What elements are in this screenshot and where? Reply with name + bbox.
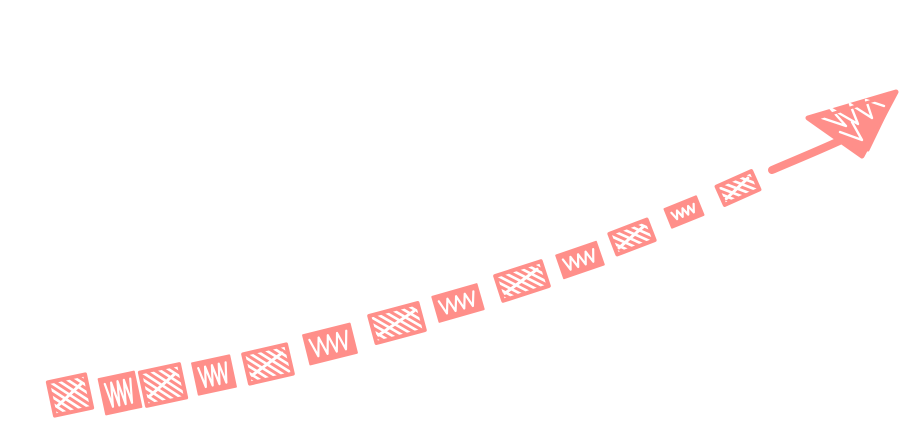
arrow-band-segment xyxy=(302,322,358,366)
arrow-band-segment xyxy=(663,195,705,229)
arrowhead-outline-stroke xyxy=(810,92,896,152)
arrow-band-segment xyxy=(241,342,295,386)
arrow-band-segment xyxy=(431,283,485,323)
arrow-band-segment xyxy=(607,217,657,257)
arrow-band-segment xyxy=(367,301,427,345)
arrow-band-segment xyxy=(555,240,605,280)
arrow-band-segment xyxy=(493,259,551,303)
arrow-band-segment xyxy=(97,370,143,416)
arrow-band-segment xyxy=(191,354,237,396)
arrow-band-segment xyxy=(714,169,762,207)
arrow-head xyxy=(768,89,899,174)
arrow-band-segment xyxy=(45,372,95,418)
arrow-shaft-band xyxy=(45,169,762,418)
arrow-band-segment xyxy=(137,362,189,408)
